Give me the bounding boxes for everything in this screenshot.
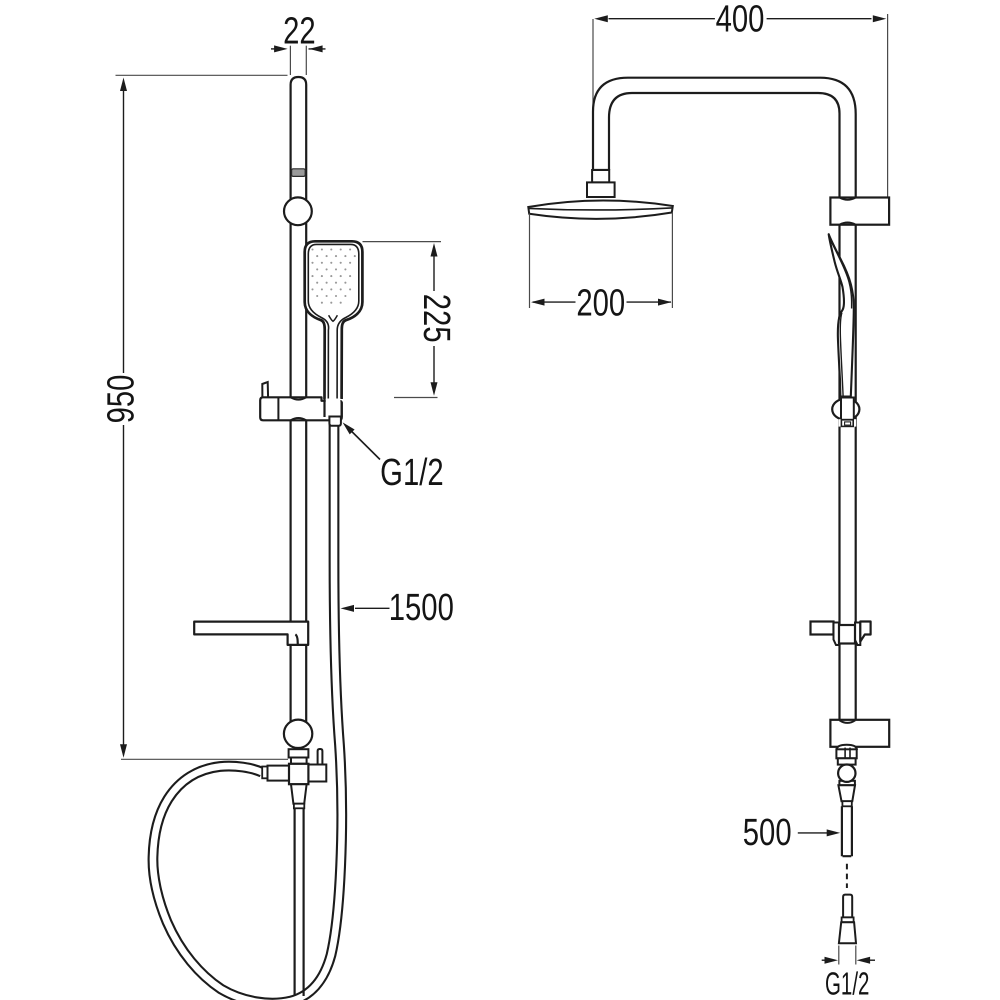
svg-text:225: 225 (415, 294, 457, 343)
svg-text:22: 22 (283, 11, 316, 53)
svg-text:1500: 1500 (389, 587, 454, 629)
svg-text:950: 950 (101, 375, 143, 424)
svg-text:500: 500 (743, 812, 792, 854)
svg-text:G1/2: G1/2 (825, 966, 869, 1000)
svg-text:400: 400 (716, 0, 765, 41)
svg-text:G1/2: G1/2 (380, 452, 443, 494)
svg-text:200: 200 (576, 282, 625, 324)
